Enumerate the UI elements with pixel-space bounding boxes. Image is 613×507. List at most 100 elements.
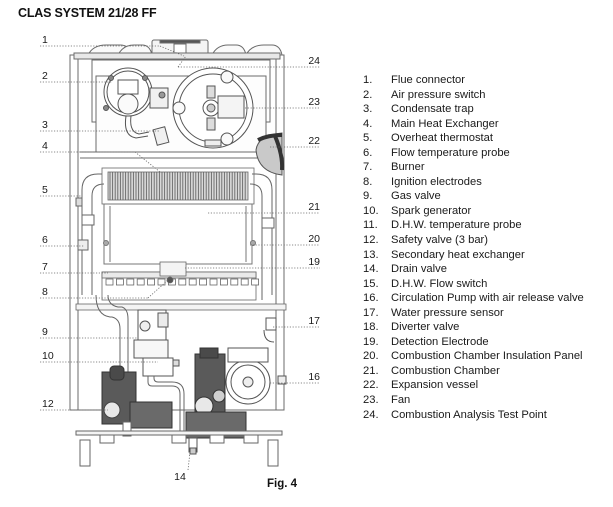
legend-number: 13. bbox=[363, 248, 379, 261]
legend-number: 11. bbox=[363, 219, 378, 232]
legend-label: Condensate trap bbox=[391, 103, 474, 116]
legend-number: 22. bbox=[363, 379, 379, 392]
legend-item: 19. Detection Electrode bbox=[363, 335, 584, 350]
legend-label: Water pressure sensor bbox=[391, 306, 504, 319]
gas-valve bbox=[133, 309, 169, 359]
legend-number: 19. bbox=[363, 335, 379, 348]
legend-number: 10. bbox=[363, 204, 379, 217]
legend-label: Secondary heat exchanger bbox=[391, 248, 525, 261]
flue-connector bbox=[73, 39, 283, 60]
legend-number: 14. bbox=[363, 263, 379, 276]
callout-number: 1 bbox=[42, 34, 48, 46]
legend-label: Combustion Chamber Insulation Panel bbox=[391, 350, 583, 363]
legend-label: Fan bbox=[391, 394, 411, 407]
legend-number: 12. bbox=[363, 234, 379, 247]
legend-item: 23. Fan bbox=[363, 393, 584, 408]
legend-item: 14. Drain valve bbox=[363, 262, 584, 277]
legend-label: Ignition electrodes bbox=[391, 175, 482, 188]
callout-number: 5 bbox=[42, 184, 48, 196]
legend-label: Main Heat Exchanger bbox=[391, 117, 499, 130]
legend-number: 20. bbox=[363, 350, 379, 363]
legend-label: Flue connector bbox=[391, 74, 466, 86]
callout-number: 24 bbox=[308, 55, 320, 67]
callout-number: 6 bbox=[42, 234, 48, 246]
lower-pipe bbox=[147, 376, 185, 434]
spark-generator bbox=[142, 357, 180, 377]
legend-number: 2. bbox=[363, 88, 373, 101]
legend-number: 18. bbox=[363, 321, 379, 334]
component-legend: 1. Flue connector 2. Air pressure switch 3. C… bbox=[363, 73, 584, 422]
callout-number: 3 bbox=[42, 119, 48, 131]
legend-item: 2. Air pressure switch bbox=[363, 88, 584, 103]
legend-item: 5.Overheat thermostat bbox=[363, 131, 584, 146]
legend-label: Overheat thermostat bbox=[391, 132, 493, 145]
legend-item: 10. Spark generator bbox=[363, 204, 584, 219]
legend-item: 18. Diverter valve bbox=[363, 320, 584, 335]
legend-number: 7. bbox=[363, 161, 373, 174]
legend-label: Combustion Analysis Test Point bbox=[391, 408, 547, 421]
legend-label: Air pressure switch bbox=[391, 88, 486, 101]
legend-label: Drain valve bbox=[391, 263, 447, 276]
legend-item: 11. D.H.W. temperature probe bbox=[363, 218, 584, 233]
legend-label: Gas valve bbox=[391, 190, 441, 203]
legend-label: Flow temperature probe bbox=[391, 146, 510, 159]
legend-number: 1. bbox=[363, 74, 373, 86]
callout-number: 22 bbox=[308, 135, 320, 147]
legend-label: Diverter valve bbox=[391, 321, 460, 334]
circulation-pump bbox=[225, 347, 287, 405]
water-pressure-sensor bbox=[263, 317, 277, 343]
callout-number: 20 bbox=[308, 233, 320, 245]
legend-number: 6. bbox=[363, 146, 373, 159]
legend-item: 20. Combustion Chamber Insulation Panel bbox=[363, 349, 584, 364]
callout-number: 14 bbox=[174, 471, 186, 483]
legend-item: 17. Water pressure sensor bbox=[363, 306, 584, 321]
burner bbox=[75, 261, 287, 311]
legend-number: 17. bbox=[363, 306, 379, 319]
legend-number: 21. bbox=[363, 364, 379, 377]
legend-item: 4.Main Heat Exchanger bbox=[363, 117, 584, 132]
legend-label: Spark generator bbox=[391, 204, 472, 217]
legend-number: 16. bbox=[363, 292, 379, 305]
callout-number: 16 bbox=[308, 371, 320, 383]
legend-label: Detection Electrode bbox=[391, 335, 489, 348]
main-heat-exchanger bbox=[101, 167, 255, 205]
legend-number: 8. bbox=[363, 175, 373, 188]
side-pipes bbox=[75, 173, 275, 300]
legend-label: Circulation Pump with air release valve bbox=[391, 292, 584, 305]
legend-item: 24. Combustion Analysis Test Point bbox=[363, 408, 584, 423]
combustion-chamber bbox=[103, 203, 256, 265]
legend-item: 15.D.H.W. Flow switch bbox=[363, 277, 584, 292]
legend-label: Safety valve (3 bar) bbox=[391, 234, 489, 247]
legend-number: 23. bbox=[363, 394, 379, 407]
legend-number: 15. bbox=[363, 277, 379, 290]
legend-item: 13. Secondary heat exchanger bbox=[363, 248, 584, 263]
callout-number: 23 bbox=[308, 96, 320, 108]
legend-item: 3. Condensate trap bbox=[363, 102, 584, 117]
legend-number: 24. bbox=[363, 408, 379, 421]
legend-item: 12. Safety valve (3 bar) bbox=[363, 233, 584, 248]
callout-number: 8 bbox=[42, 286, 48, 298]
safety-valve-assembly bbox=[95, 294, 173, 437]
legend-item: 1. Flue connector bbox=[363, 73, 584, 88]
condensate-trap bbox=[125, 115, 170, 146]
legend-number: 3. bbox=[363, 103, 373, 116]
callout-number: 19 bbox=[308, 256, 320, 268]
diagram-title: CLAS SYSTEM 21/28 FF bbox=[18, 6, 157, 20]
legend-item: 6. Flow temperature probe bbox=[363, 146, 584, 161]
callout-leader-line bbox=[147, 279, 169, 299]
legend-item: 22. Expansion vessel bbox=[363, 378, 584, 393]
callout-leader-line bbox=[177, 55, 187, 68]
bottom-rail bbox=[75, 430, 283, 467]
drain-valve bbox=[188, 437, 198, 455]
legend-label: D.H.W. temperature probe bbox=[391, 219, 522, 232]
legend-item: 8. Ignition electrodes bbox=[363, 175, 584, 190]
legend-label: Burner bbox=[391, 161, 425, 174]
legend-label: Expansion vessel bbox=[391, 379, 479, 392]
callout-number: 7 bbox=[42, 261, 48, 273]
callout-number: 17 bbox=[308, 315, 320, 327]
legend-item: 16. Circulation Pump with air release val… bbox=[363, 291, 584, 306]
expansion-vessel bbox=[255, 132, 285, 176]
callout-number: 21 bbox=[308, 201, 320, 213]
callout-leader-line bbox=[187, 451, 191, 471]
